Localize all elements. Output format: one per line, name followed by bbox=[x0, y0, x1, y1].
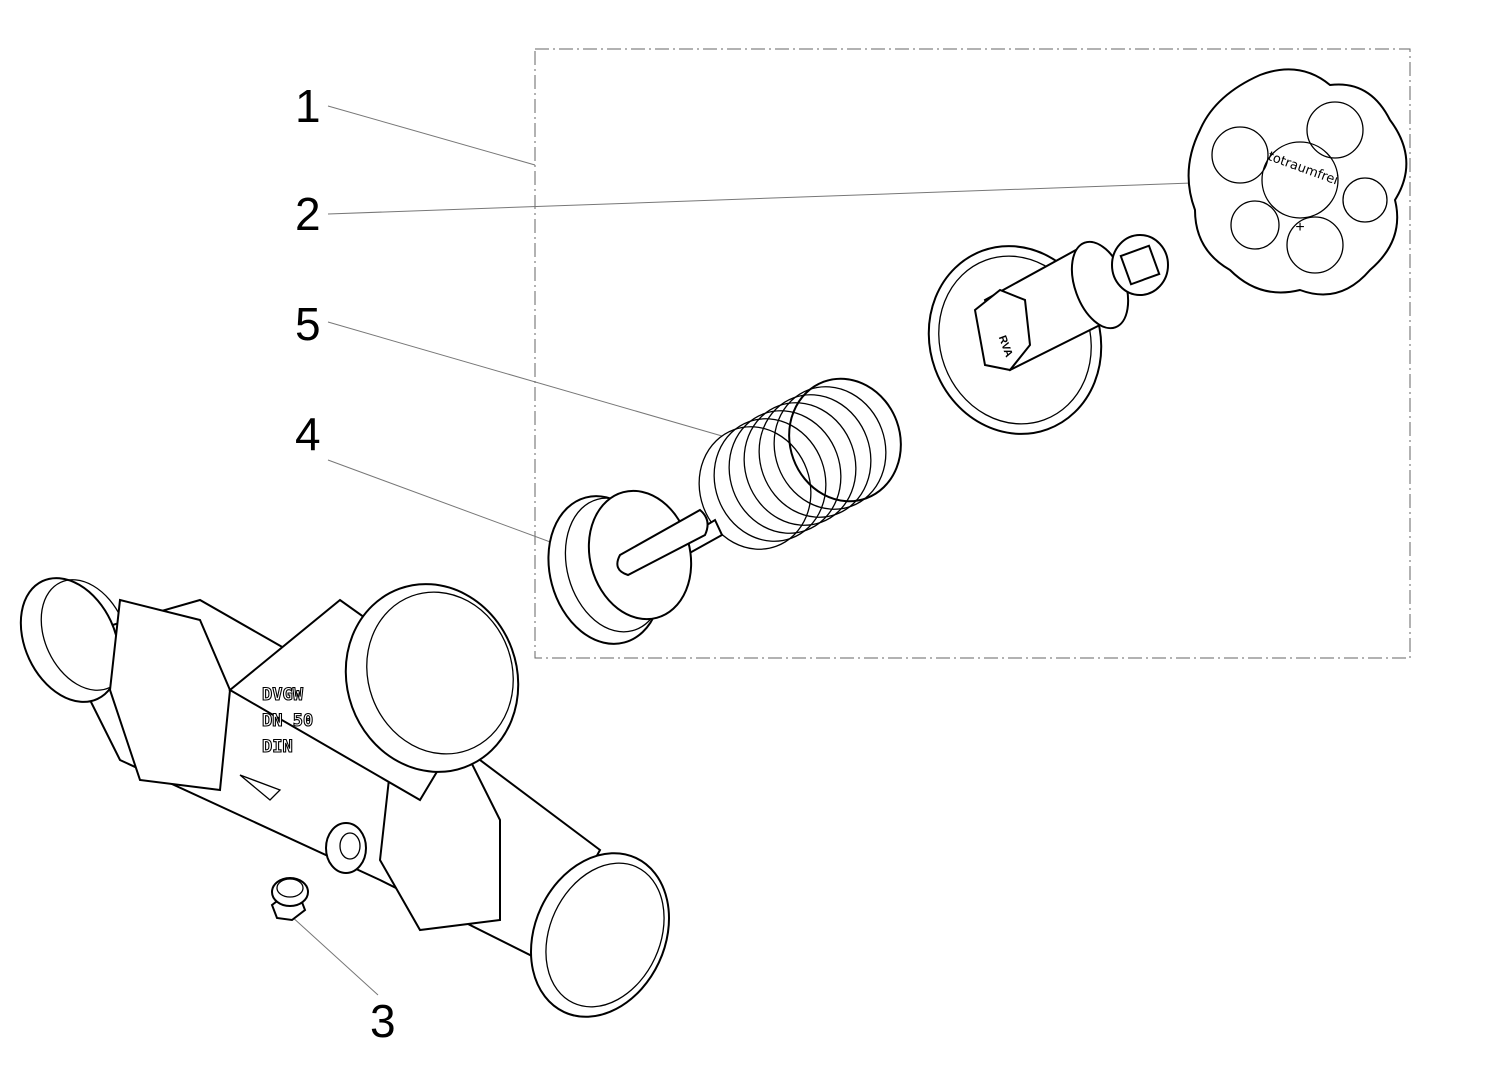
flow-arrow-icon bbox=[239, 774, 282, 801]
handwheel-part: totraumfrei + bbox=[1187, 68, 1408, 296]
plus-icon: + bbox=[1295, 219, 1304, 236]
leader-line-5 bbox=[327, 321, 723, 437]
callout-3: 3 bbox=[370, 995, 396, 1047]
assembly-1-boundary bbox=[534, 48, 1411, 659]
callout-1: 1 bbox=[295, 80, 321, 132]
body-marking-dvgw: DVGW bbox=[262, 685, 304, 705]
spring-part bbox=[698, 377, 902, 550]
leader-line-3 bbox=[289, 914, 379, 996]
bonnet-spindle-part: RVA bbox=[927, 234, 1169, 435]
leader-line-2 bbox=[327, 182, 1193, 215]
plug-part bbox=[270, 877, 309, 922]
leader-line-4 bbox=[327, 459, 573, 551]
callout-2: 2 bbox=[295, 188, 321, 240]
callout-5: 5 bbox=[295, 298, 321, 350]
valve-body-part: DVGW DN 50 DIN bbox=[19, 577, 670, 1018]
valve-disc-part bbox=[547, 489, 724, 645]
leader-line-1 bbox=[327, 105, 536, 166]
body-marking-dn50: DN 50 bbox=[262, 711, 313, 731]
body-marking-din: DIN bbox=[262, 737, 293, 757]
callout-4: 4 bbox=[295, 408, 321, 460]
